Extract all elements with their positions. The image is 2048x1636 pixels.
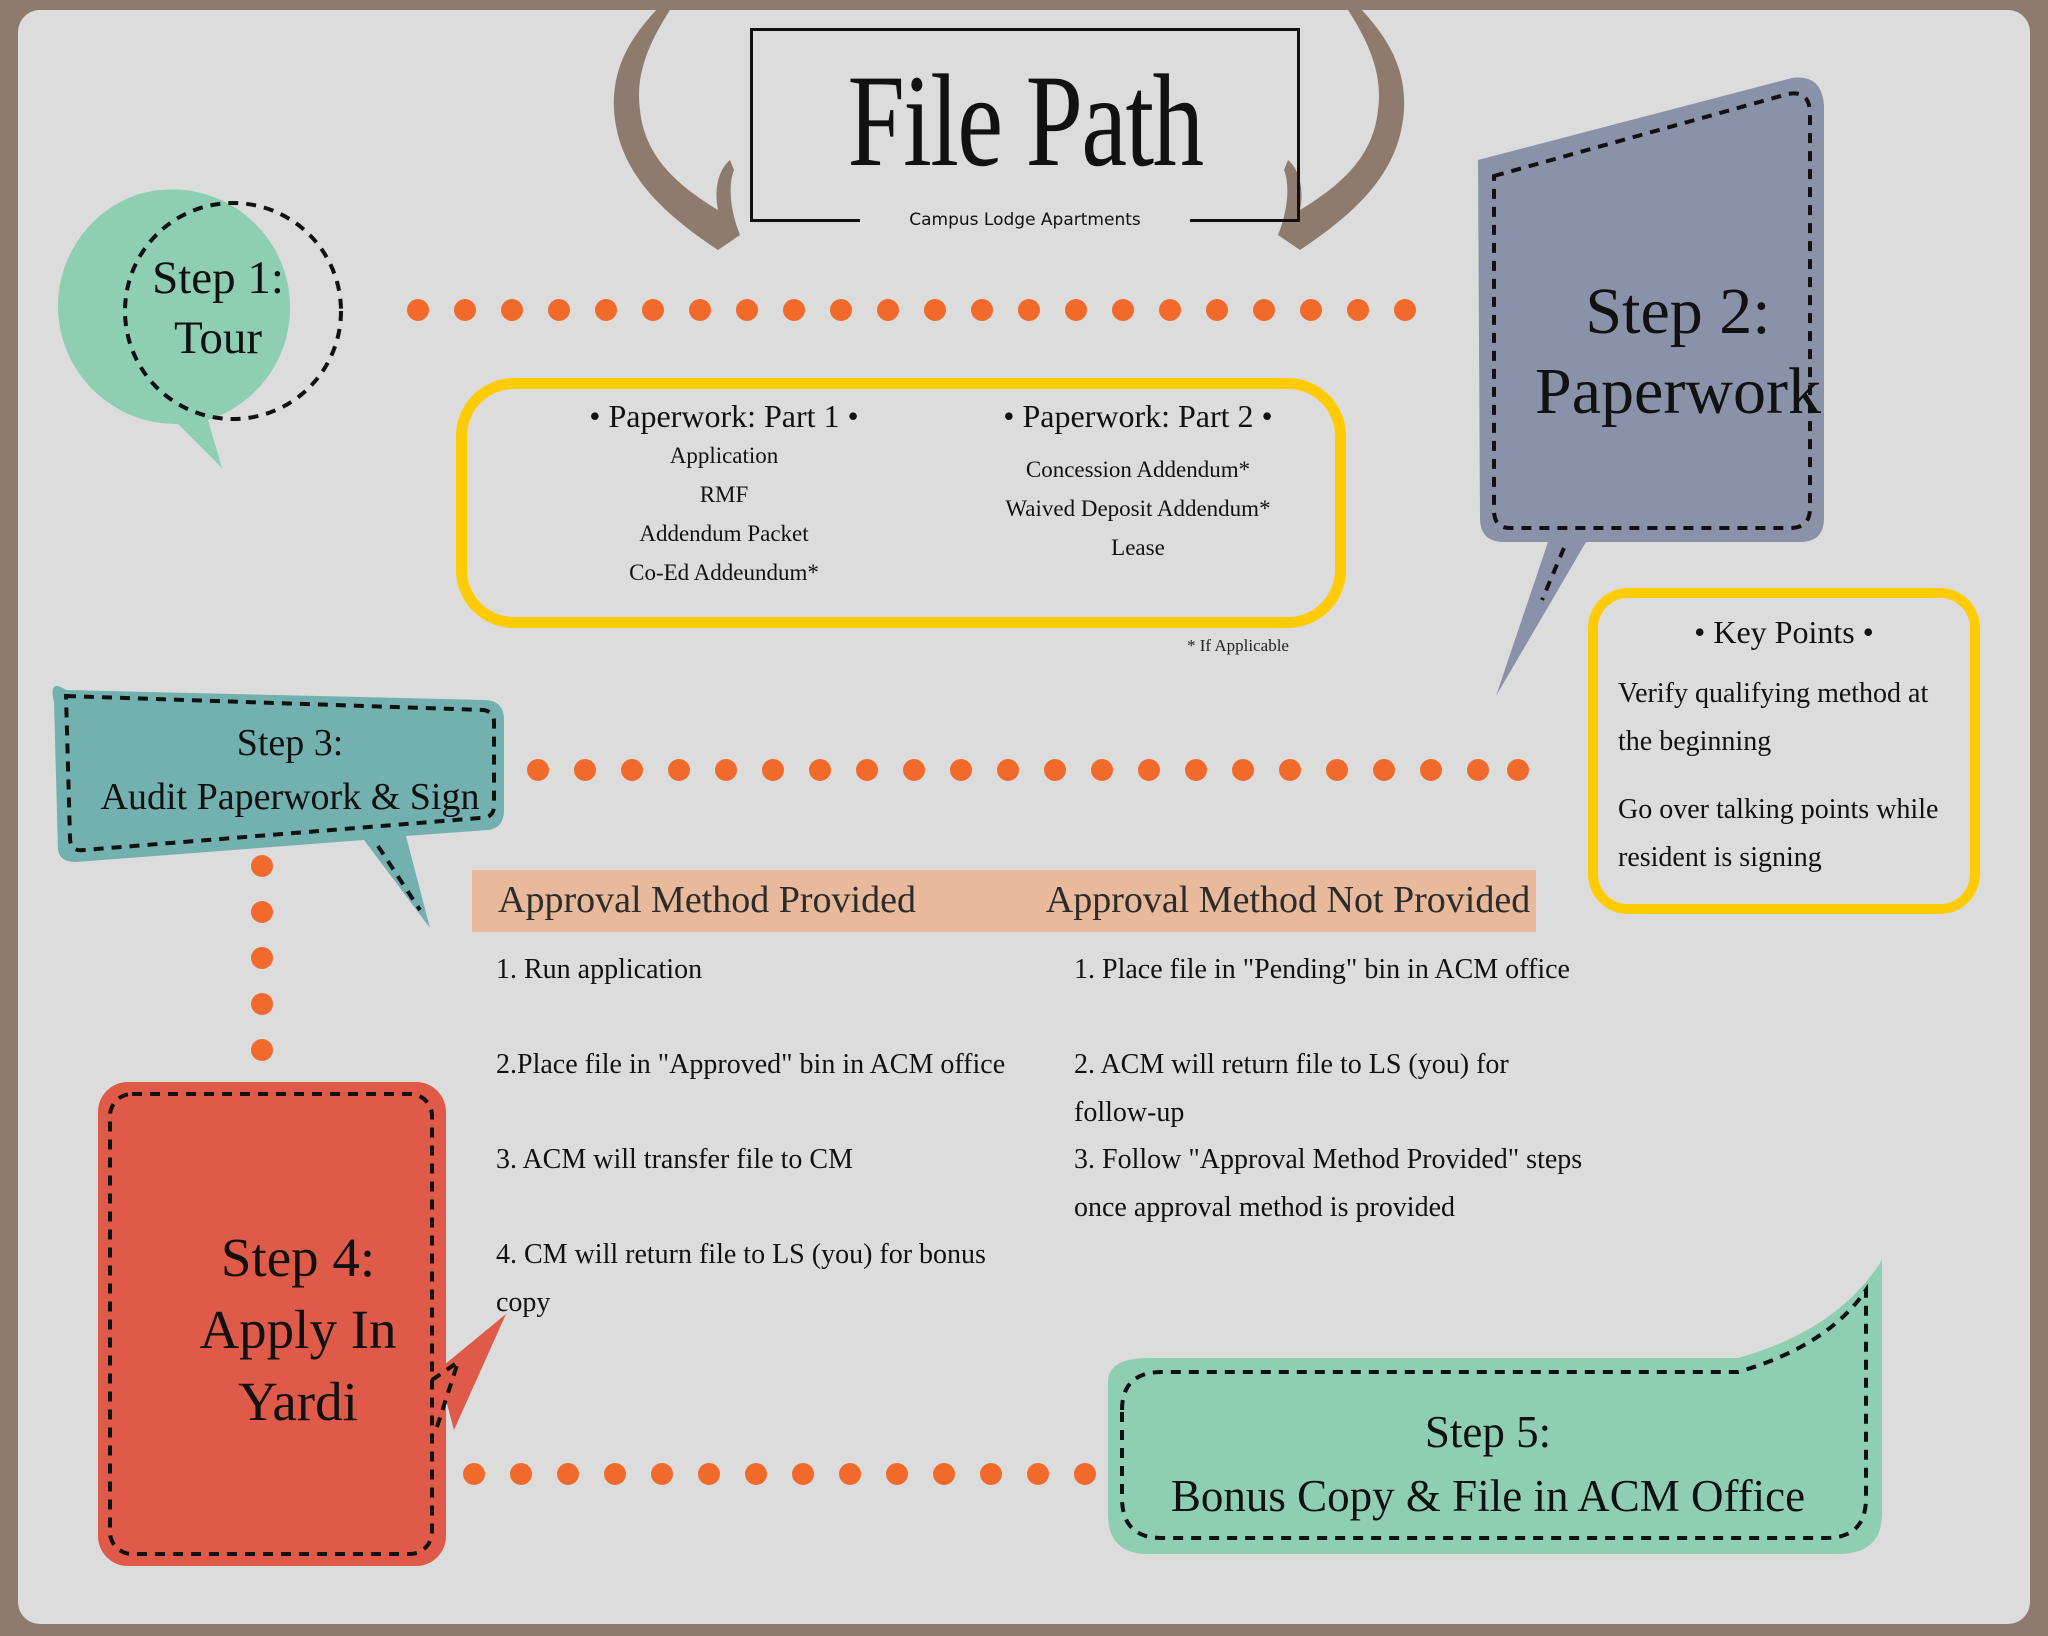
approval-provided-step: 3. ACM will transfer file to CM [496,1144,853,1175]
page-subtitle: Campus Lodge Apartments [860,210,1190,230]
connector-step3-step4 [251,855,273,1061]
step2-number: Step 2: [1585,275,1771,348]
step5-bubble [1108,1260,1882,1554]
step1-number: Step 1: [152,252,284,304]
approval-not-provided-step: 3. Follow "Approval Method Provided" ste… [1074,1144,1583,1223]
antler-right-icon [1278,10,1405,250]
step4-title-line2: Yardi [238,1371,358,1432]
step1-title: Tour [173,312,263,364]
key-point: Verify qualifying method at the beginnin… [1618,678,1929,757]
key-points-heading: • Key Points • [1694,614,1874,650]
step4-title-line1: Apply In [199,1299,397,1360]
step3-number: Step 3: [236,722,344,764]
paperwork-item: Application [669,443,779,468]
antler-left-icon [613,10,740,250]
step5-title: Bonus Copy & File in ACM Office [1170,1471,1806,1521]
file-path-sheet: File Path Campus Lodge Apartments Step 1… [18,10,2030,1624]
step2-label: Step 2: Paperwork [1508,272,1848,432]
step2-title: Paperwork [1535,355,1821,428]
paperwork-item: RMF [699,482,749,507]
paperwork-part1-heading: • Paperwork: Part 1 • [589,398,859,434]
paperwork-item: Concession Addendum* [1025,457,1251,482]
step5-label: Step 5: Bonus Copy & File in ACM Office [1148,1400,1828,1528]
step5-number: Step 5: [1424,1407,1552,1457]
paperwork-item: Addendum Packet [639,521,809,546]
connector-step2-step3 [527,759,1529,781]
connector-step1-step2 [407,299,1416,321]
if-applicable-footnote: * If Applicable [1187,636,1289,655]
step4-bubble [98,1082,506,1566]
approval-not-provided-heading: Approval Method Not Provided [1045,879,1531,921]
connector-step4-step5 [463,1463,1096,1485]
approval-not-provided-step: 1. Place file in "Pending" bin in ACM of… [1074,954,1570,985]
paperwork-part2: • Paperwork: Part 2 • Concession Addendu… [948,396,1328,567]
step3-bubble [52,686,504,928]
paperwork-item: Lease [1111,535,1165,560]
step1-label: Step 1: Tour [108,248,328,368]
step3-title: Audit Paperwork & Sign [100,776,480,818]
approval-provided-heading: Approval Method Provided [498,879,916,921]
approval-provided-step: 4. CM will return file to LS (you) for b… [496,1239,986,1318]
page-title: File Path [847,47,1204,194]
dotted-connectors [251,299,1529,1485]
paperwork-part2-heading: • Paperwork: Part 2 • [1003,398,1273,434]
paperwork-item: Waived Deposit Addendum* [1005,496,1271,521]
step1-bubble [57,189,343,468]
diagram-graphics [52,10,1882,1566]
step2-bubble [1478,77,1824,697]
step4-label: Step 4: Apply In Yardi [148,1222,448,1438]
approval-header-bar [472,870,1536,932]
paperwork-part1: • Paperwork: Part 1 • Application RMF Ad… [554,396,894,592]
key-point: Go over talking points while resident is… [1618,794,1939,873]
approval-provided-step: 2.Place file in "Approved" bin in ACM of… [496,1049,1006,1080]
key-points-box [1588,588,1980,914]
step4-number: Step 4: [220,1227,376,1288]
paperwork-item: Co-Ed Addeundum* [629,560,819,585]
approval-provided-step: 1. Run application [496,954,703,985]
step3-label: Step 3: Audit Paperwork & Sign [80,716,500,824]
approval-not-provided-step: 2. ACM will return file to LS (you) for … [1074,1049,1509,1128]
paperwork-box [456,378,1346,628]
